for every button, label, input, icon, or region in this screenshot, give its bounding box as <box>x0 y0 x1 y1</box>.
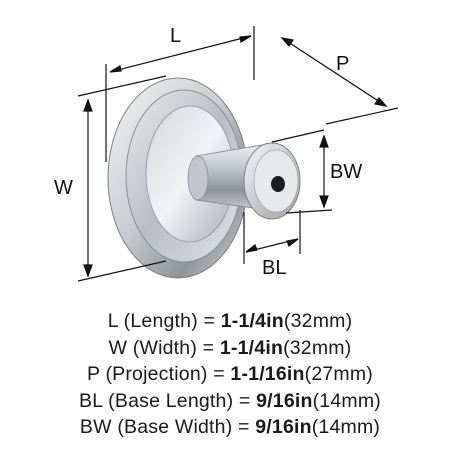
dimension-lines <box>77 26 399 282</box>
spec-name: (Projection) <box>105 363 208 385</box>
spec-equals: = <box>213 363 225 385</box>
screw-hole <box>271 176 285 192</box>
base-width-label: BW <box>330 161 362 183</box>
length-label: L <box>170 25 181 47</box>
spec-imperial: 9/16in <box>255 416 312 438</box>
stem-base <box>187 155 209 201</box>
spec-abbr: P <box>86 363 100 385</box>
spec-abbr: W <box>108 336 128 359</box>
spec-metric: (27mm) <box>304 363 374 385</box>
spec-imperial: 1-1/16in <box>230 363 305 385</box>
spec-equals: = <box>202 336 215 359</box>
spec-imperial: 9/16in <box>256 389 313 412</box>
spec-abbr: L <box>107 310 119 332</box>
spec-equals: = <box>238 389 251 412</box>
spec-name: (Width) <box>132 336 198 359</box>
spec-row-base-width: BW (Base Width) = 9/16in(14mm) <box>0 414 460 441</box>
dimension-spec-list: L (Length) = 1-1/4in(32mm) W (Width) = 1… <box>0 308 460 441</box>
spec-imperial: 1-1/4in <box>219 336 284 359</box>
spec-abbr: BL <box>79 389 103 412</box>
spec-name: (Length) <box>123 310 198 332</box>
spec-equals: = <box>238 416 250 438</box>
projection-label: P <box>336 53 349 75</box>
spec-row-length: L (Length) = 1-1/4in(32mm) <box>0 308 460 335</box>
spec-row-projection: P (Projection) = 1-1/16in(27mm) <box>0 361 460 388</box>
spec-abbr: BW <box>79 416 112 438</box>
base-length-label: BL <box>262 257 286 279</box>
spec-name: (Base Width) <box>117 416 233 438</box>
hook-dimension-diagram: L W P BW BL <box>54 25 399 282</box>
spec-row-base-length: BL (Base Length) = 9/16in(14mm) <box>0 388 460 415</box>
spec-row-width: W (Width) = 1-1/4in(32mm) <box>0 335 460 362</box>
spec-imperial: 1-1/4in <box>220 310 284 332</box>
spec-name: (Base Length) <box>108 389 234 412</box>
spec-equals: = <box>203 310 216 332</box>
width-label: W <box>54 177 73 199</box>
spec-metric: (32mm) <box>283 310 353 332</box>
hook-product-image <box>107 77 301 279</box>
spec-metric: (32mm) <box>283 336 352 359</box>
spec-metric: (14mm) <box>312 389 381 412</box>
spec-metric: (14mm) <box>311 416 381 438</box>
